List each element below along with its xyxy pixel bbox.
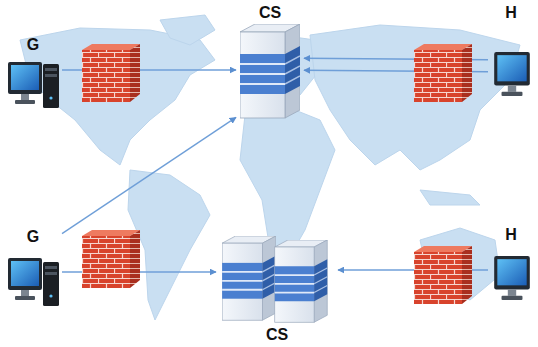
server-icon xyxy=(275,240,328,322)
server-icon xyxy=(222,236,276,320)
monitor-icon xyxy=(8,62,42,104)
node-label: G xyxy=(27,228,39,246)
connector-arrow xyxy=(62,117,236,233)
firewall xyxy=(82,44,140,102)
node-label: G xyxy=(27,36,39,54)
north-america xyxy=(20,28,215,165)
monitor-icon xyxy=(8,258,42,300)
computer-node: H xyxy=(488,226,534,304)
south-america xyxy=(128,170,210,320)
continents xyxy=(20,15,520,320)
server-node: CS xyxy=(216,230,338,344)
indonesia xyxy=(420,190,480,205)
greenland xyxy=(160,15,215,45)
monitor-icon xyxy=(494,52,530,96)
firewall xyxy=(414,44,472,102)
computer-node: G xyxy=(4,36,62,112)
tower-icon xyxy=(43,64,59,108)
tower-icon xyxy=(43,262,59,306)
server-icon xyxy=(240,24,300,118)
computer-node: H xyxy=(488,4,534,100)
node-label: H xyxy=(505,226,517,244)
server-node: CS xyxy=(236,4,304,122)
firewall xyxy=(82,230,140,288)
node-label: CS xyxy=(266,326,288,344)
computers xyxy=(8,52,530,306)
computer-node: G xyxy=(4,228,62,310)
node-label: H xyxy=(505,4,517,22)
node-label: CS xyxy=(259,4,281,22)
monitor-icon xyxy=(494,256,530,300)
firewall xyxy=(414,246,472,304)
servers xyxy=(222,24,327,322)
asia xyxy=(310,25,520,170)
